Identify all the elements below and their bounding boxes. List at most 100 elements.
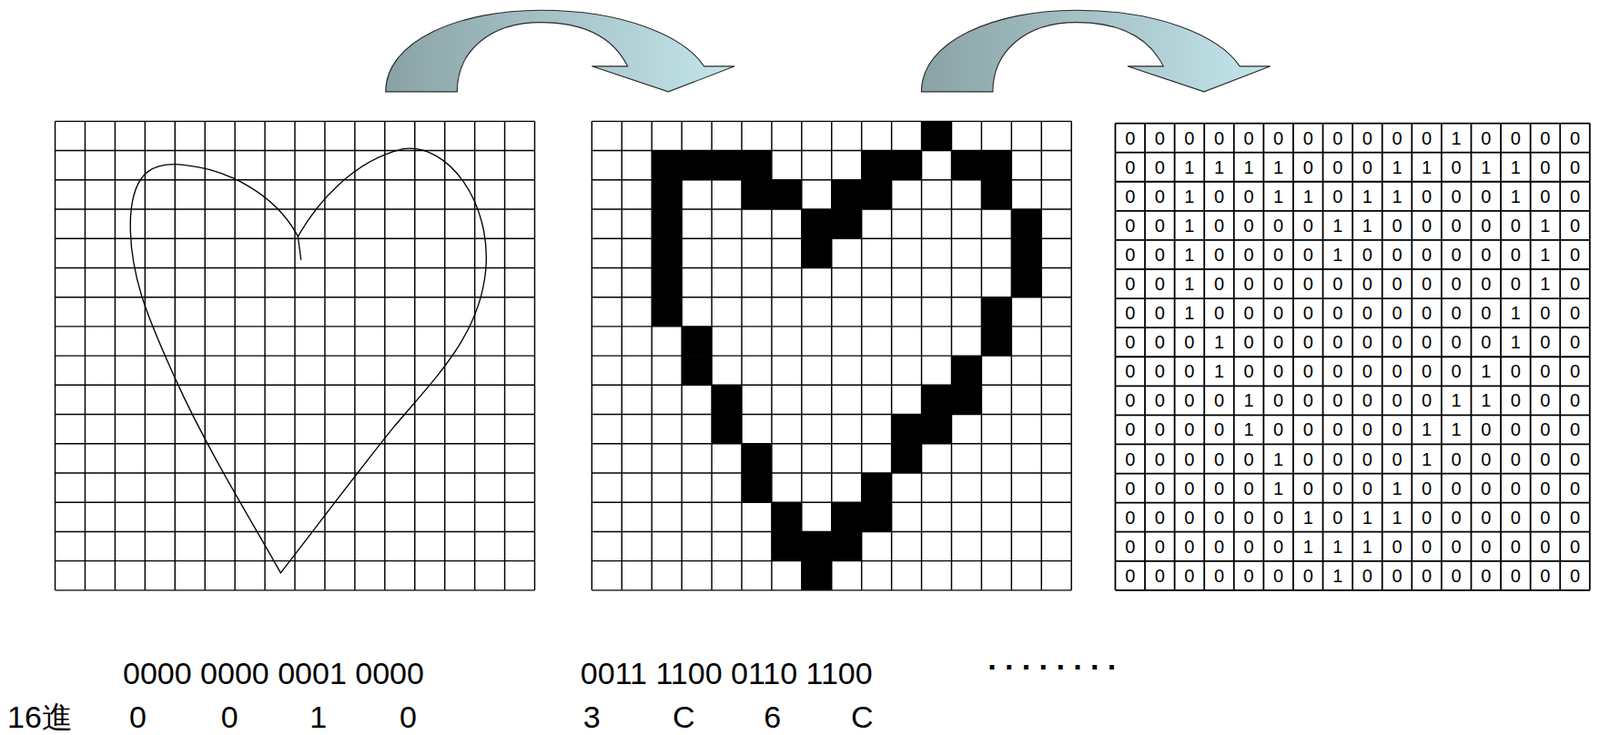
black-pixel — [711, 384, 742, 415]
bit-cell: 1 — [1174, 245, 1206, 264]
bit-cell: 0 — [1114, 420, 1145, 439]
grid-line — [591, 267, 1072, 269]
bit-cell: 0 — [1174, 567, 1206, 586]
hex-digit: 6 — [763, 701, 781, 733]
bit-cell: 0 — [1352, 158, 1383, 177]
hex-digit: 0 — [221, 701, 239, 733]
bit-cell: 1 — [1411, 158, 1442, 177]
black-pixel — [951, 355, 982, 385]
bit-cell: 0 — [1530, 508, 1561, 527]
bit-cell: 0 — [1530, 362, 1561, 381]
hex-digit: 0 — [399, 701, 417, 733]
bit-cell: 0 — [1204, 274, 1235, 294]
grid-line — [1114, 384, 1590, 387]
bit-cell: 0 — [1234, 187, 1265, 206]
bit-cell: 0 — [1441, 187, 1472, 206]
bit-cell: 1 — [1352, 537, 1383, 557]
bit-cell: 0 — [1234, 245, 1265, 264]
bit-cell: 1 — [1293, 187, 1324, 206]
bit-cell: 0 — [1559, 129, 1590, 148]
bit-cell: 0 — [1441, 479, 1472, 498]
bit-cell: 1 — [1234, 158, 1265, 177]
bit-cell: 1 — [1530, 216, 1561, 235]
grid-line — [591, 296, 1072, 298]
black-pixel — [651, 151, 682, 181]
bit-cell: 1 — [1263, 158, 1294, 177]
bit-cell: 0 — [1204, 245, 1235, 264]
grid-line — [1114, 444, 1590, 446]
bit-cell: 0 — [1293, 129, 1324, 148]
grid-line — [55, 384, 536, 386]
grid-line — [591, 560, 1072, 562]
grid-line — [55, 150, 536, 152]
ellipsis-dots: ········ — [987, 651, 1125, 683]
bit-cell: 0 — [1114, 537, 1145, 557]
bit-cell: 1 — [1204, 333, 1235, 352]
black-pixel — [681, 326, 712, 356]
hex-digit: 1 — [309, 701, 327, 733]
hex-digit: C — [850, 701, 874, 733]
black-pixel — [801, 561, 832, 591]
bit-cell: 0 — [1174, 450, 1206, 469]
black-pixel — [651, 180, 682, 210]
bit-cell: 0 — [1530, 303, 1561, 323]
bit-cell: 0 — [1500, 479, 1531, 498]
black-pixel — [861, 502, 892, 532]
bit-cell: 0 — [1114, 508, 1145, 527]
grid-line — [591, 501, 1072, 503]
black-pixel — [831, 531, 862, 561]
bit-cell: 1 — [1352, 187, 1383, 206]
grid-line — [1114, 210, 1590, 213]
bit-cell: 0 — [1530, 450, 1561, 469]
grid-line — [591, 384, 1072, 386]
bit-cell: 0 — [1470, 245, 1501, 264]
bit-cell: 0 — [1174, 420, 1206, 439]
bit-cell: 0 — [1411, 479, 1442, 498]
bit-cell: 0 — [1144, 537, 1175, 557]
bit-cell: 0 — [1441, 303, 1472, 323]
bit-cell: 0 — [1263, 567, 1294, 586]
bit-cell: 1 — [1441, 391, 1472, 410]
bit-cell: 0 — [1382, 537, 1413, 557]
hex-label: 16進 — [7, 701, 73, 733]
bit-cell: 0 — [1352, 567, 1383, 586]
bit-cell: 0 — [1530, 567, 1561, 586]
black-pixel — [741, 473, 772, 503]
bit-cell: 0 — [1441, 158, 1472, 177]
bit-cell: 0 — [1500, 245, 1531, 264]
grid-line — [55, 414, 536, 416]
bit-cell: 1 — [1174, 216, 1206, 235]
black-pixel — [771, 180, 802, 210]
bit-cell: 0 — [1323, 420, 1354, 439]
bit-cell: 0 — [1559, 303, 1590, 323]
bit-cell: 0 — [1144, 245, 1175, 264]
black-pixel — [831, 209, 862, 239]
bit-cell: 0 — [1441, 537, 1472, 557]
black-pixel — [921, 415, 952, 445]
bit-cell: 0 — [1174, 333, 1206, 352]
bit-cell: 0 — [1263, 216, 1294, 235]
black-pixel — [951, 151, 982, 181]
bit-cell: 0 — [1441, 362, 1472, 381]
bit-cell: 0 — [1114, 158, 1145, 177]
bit-cell: 0 — [1204, 420, 1235, 439]
grid-line — [591, 414, 1072, 416]
bit-cell: 1 — [1500, 187, 1531, 206]
bit-cell: 0 — [1382, 450, 1413, 469]
bit-cell: 1 — [1323, 216, 1354, 235]
grid-line — [591, 238, 1072, 240]
curved-arrow — [921, 10, 1270, 92]
bit-cell: 0 — [1441, 333, 1472, 352]
bit-cell: 0 — [1174, 391, 1206, 410]
bit-cell: 1 — [1411, 450, 1442, 469]
bit-cell: 0 — [1382, 274, 1413, 294]
bit-cell: 0 — [1530, 420, 1561, 439]
bit-cell: 0 — [1559, 216, 1590, 235]
black-pixel — [771, 531, 802, 561]
bit-cell: 0 — [1500, 362, 1531, 381]
bit-cell: 0 — [1234, 333, 1265, 352]
grid-line — [1114, 531, 1590, 534]
bit-cell: 0 — [1559, 158, 1590, 177]
